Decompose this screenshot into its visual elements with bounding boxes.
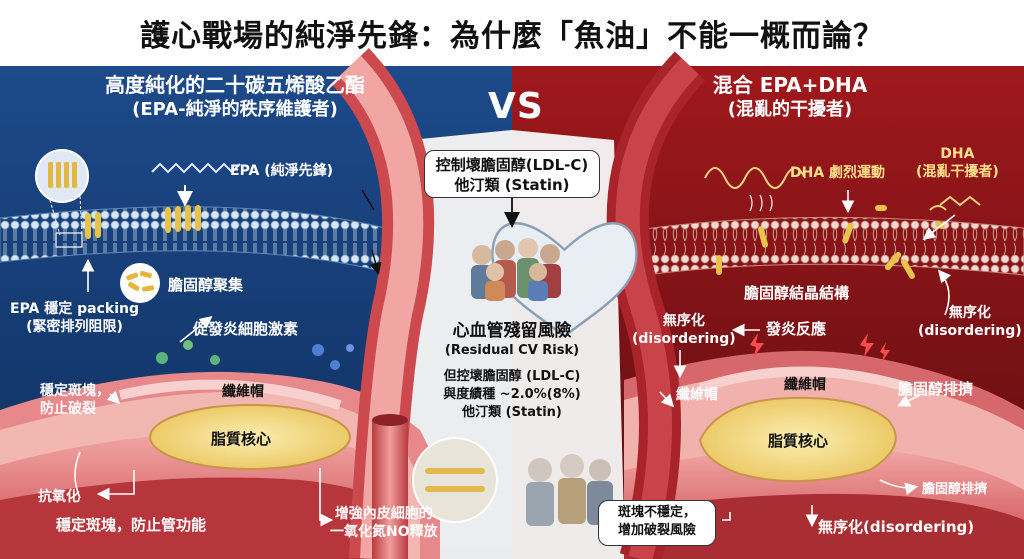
- cytokine-dots: [156, 340, 354, 370]
- antioxidation-label: 抗氧化: [38, 489, 80, 505]
- dha-motion-label: DHA 劇烈運動: [790, 165, 886, 181]
- cholesterol-squeeze-small-label: 膽固醇排擠: [922, 482, 988, 497]
- inflammation-response-label: 發炎反應: [766, 320, 827, 338]
- right-fibrous-cap-left-label: 纖維帽: [676, 387, 718, 403]
- note-line3: 他汀類 (Statin): [462, 405, 562, 420]
- center-people-icon: [471, 238, 561, 301]
- cholesterol-aggregation-label: 膽固醇聚集: [168, 276, 244, 294]
- unstable-plaque-box: 斑塊不穩定， 增加破裂風險: [598, 500, 716, 546]
- cholesterol-cluster-icon: [120, 263, 160, 303]
- unstable-line1: 斑塊不穩定，: [617, 505, 696, 520]
- left-magnifier-icon: [412, 437, 498, 523]
- right-fibrous-cap-center-label: 纖維帽: [784, 377, 826, 393]
- page-title: 護心戰場的純淨先鋒：為什麼「魚油」不能一概而論？: [140, 19, 884, 54]
- left-header-title: 高度純化的二十碳五烯酸乙酯: [105, 73, 365, 97]
- left-epa-molecules: [85, 205, 201, 239]
- left-vertical-tube: [372, 420, 408, 559]
- right-fibrous-cap: [698, 366, 912, 393]
- residual-risk-note: 但控壞膽固醇 (LDL-C) 與度績種 ~2.0%(8%) 他汀類 (Stati…: [420, 368, 604, 422]
- dha-tag-line2: (混亂干擾者): [916, 164, 999, 180]
- statin-box-line2: 他汀類 (Statin): [454, 176, 570, 194]
- inflammation-cytokine-label: 促發炎細胞激素: [193, 320, 299, 338]
- right-header-subtitle: (混亂的干擾者): [727, 99, 853, 120]
- dha-molecule-icon: [704, 167, 806, 189]
- no-release-line1: 增強內皮細胞的: [334, 506, 433, 522]
- no-release-label: 增強內皮細胞的 一氧化氮NO釋放: [330, 505, 438, 541]
- stabilize-line2: 防止破裂: [40, 401, 96, 417]
- note-line1: 但控壞膽固醇 (LDL-C): [443, 369, 581, 384]
- disorder-left-line1: 無序化: [662, 313, 705, 329]
- epa-packing-line2: (緊密排列阻限): [26, 319, 123, 335]
- note-line2: 與度績種 ~2.0%(8%): [443, 387, 581, 402]
- right-header-title: 混合 EPA+DHA: [712, 73, 868, 97]
- disorder-bottom-label: 無序化(disordering): [818, 518, 975, 536]
- stabilize-line1: 穩定斑塊，: [40, 383, 110, 399]
- stabilize-plaque-label: 穩定斑塊，防止管功能: [56, 516, 207, 534]
- epa-molecule-icon: [151, 162, 241, 174]
- right-dha-molecules: [716, 205, 945, 279]
- no-release-line2: 一氧化氮NO釋放: [330, 524, 438, 540]
- stabilize-rupture-label: 穩定斑塊， 防止破裂: [40, 382, 110, 418]
- left-header: 高度純化的二十碳五烯酸乙酯 (EPA-純淨的秩序維護者): [40, 72, 430, 122]
- cholesterol-squeeze-label: 膽固醇排擠: [898, 380, 974, 398]
- dha-tag-label: DHA (混亂干擾者): [916, 145, 999, 181]
- vs-label: VS: [488, 86, 544, 127]
- left-fibrous-cap: [118, 379, 342, 410]
- crystal-structure-label: 膽固醇結晶結構: [744, 284, 850, 302]
- left-lipid-core: [149, 404, 351, 470]
- statin-control-box: 控制壞膽固醇(LDL-C) 他汀類 (Statin): [424, 150, 600, 198]
- residual-risk-title: 心血管殘留風險: [452, 321, 572, 341]
- disorder-right-line2: (disordering): [918, 323, 1022, 339]
- dha-tag-line1: DHA: [940, 146, 975, 162]
- residual-risk-block: 心血管殘留風險 (Residual CV Risk): [420, 320, 604, 359]
- disorder-right-label: 無序化 (disordering): [918, 304, 1022, 340]
- left-fibrous-cap-label: 纖維帽: [222, 384, 264, 400]
- left-header-subtitle: (EPA-純淨的秩序維護者): [132, 99, 338, 120]
- disorder-right-line1: 無序化: [948, 305, 991, 321]
- statin-box-line1: 控制壞膽固醇(LDL-C): [435, 156, 589, 174]
- left-lipid-core-label: 脂質核心: [211, 430, 272, 448]
- residual-risk-subtitle: (Residual CV Risk): [444, 343, 580, 358]
- epa-packing-line1: EPA 穩定 packing: [10, 301, 139, 317]
- magnifier-icon: [35, 149, 89, 203]
- right-lipid-core-label: 脂質核心: [768, 432, 829, 450]
- lightning-icons: [750, 333, 890, 362]
- unstable-line2: 增加破裂風險: [617, 523, 696, 538]
- epa-tag-label: EPA (純淨先鋒): [230, 163, 334, 179]
- right-header: 混合 EPA+DHA (混亂的干擾者): [610, 72, 970, 122]
- disorder-left-line2: (disordering): [632, 331, 736, 347]
- epa-packing-label: EPA 穩定 packing (緊密排列阻限): [10, 300, 139, 336]
- disorder-left-label: 無序化 (disordering): [632, 312, 736, 348]
- right-lipid-core: [698, 396, 897, 483]
